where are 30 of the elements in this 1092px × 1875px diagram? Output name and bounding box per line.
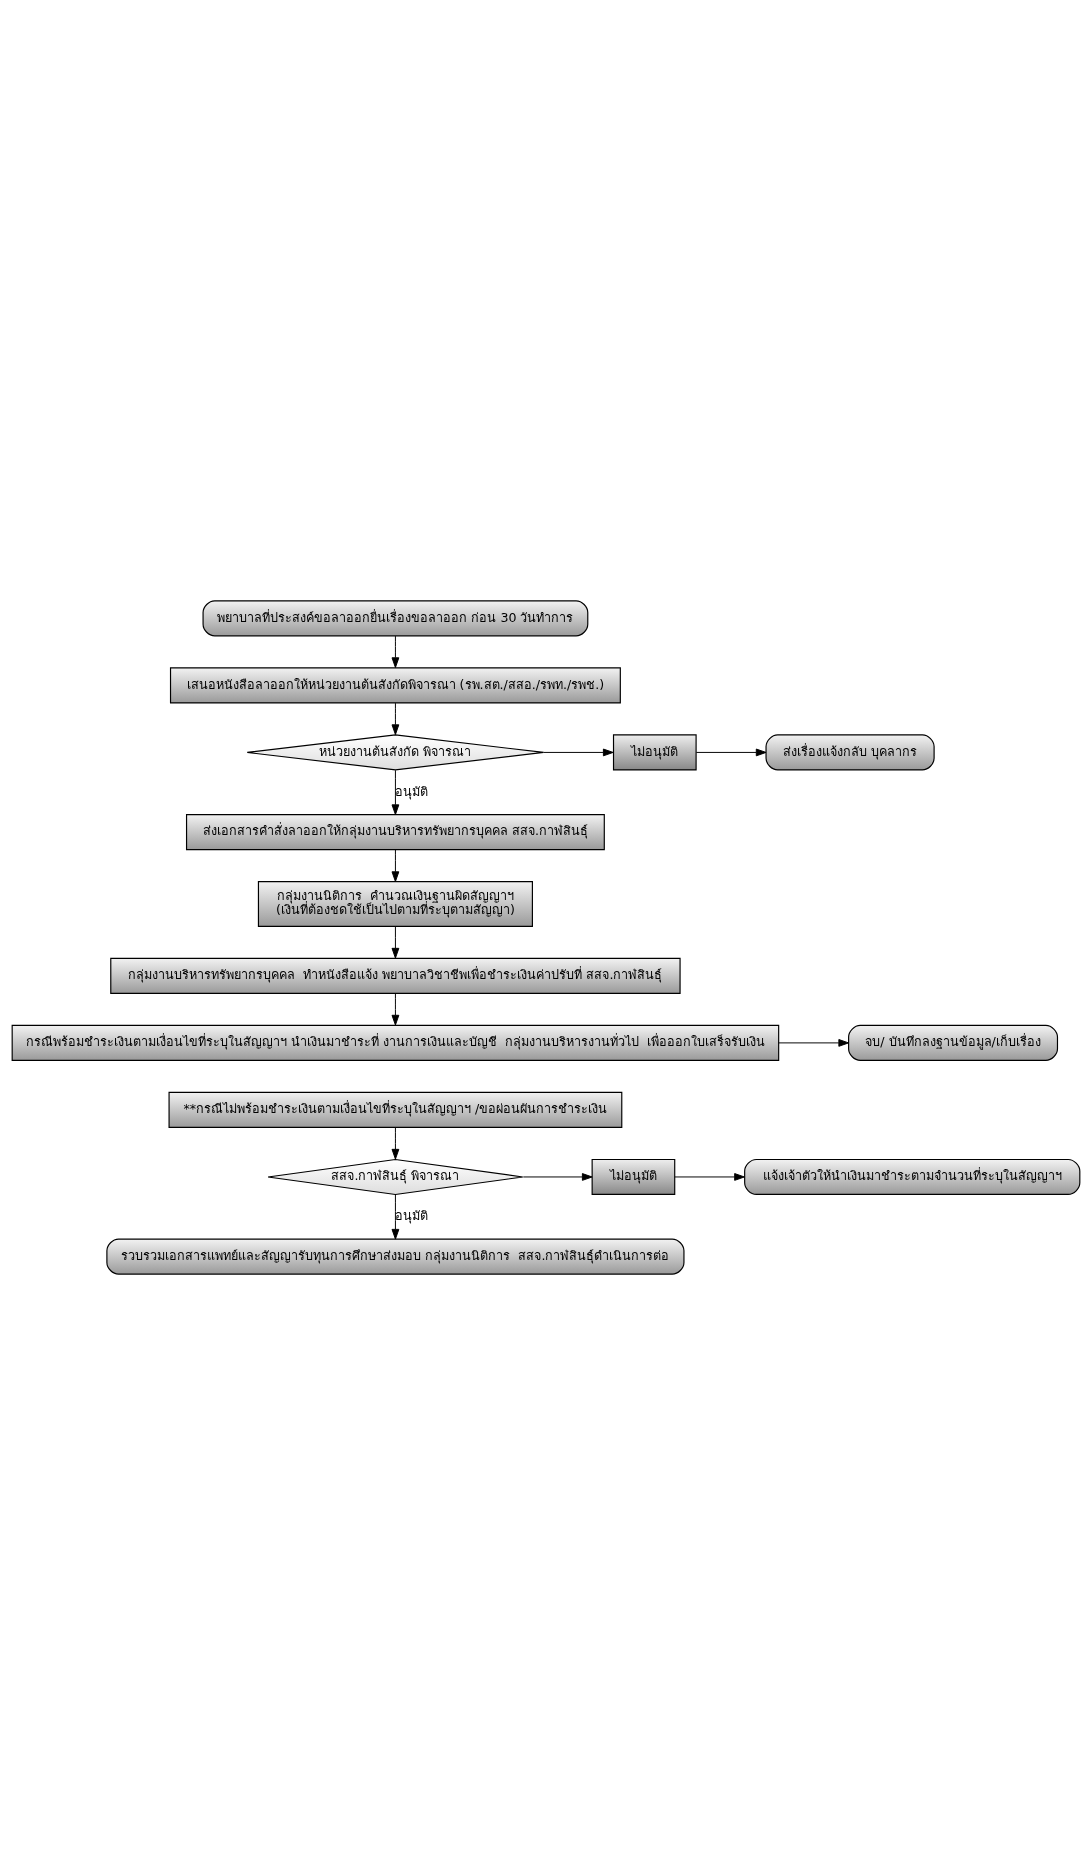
node-box: กลุ่มงานนิติการ คำนวณเงินฐานผิดสัญญาฯ (เงินที่ต้องชดใช้เป็นไปตามที่ระบุตามสัญญา)	[257, 881, 533, 927]
edge-label: อนุมัติ	[395, 1208, 429, 1224]
node-diamond: หน่วยงานต้นสังกัด พิจารณา	[246, 734, 545, 771]
arrow	[391, 1194, 400, 1240]
arrow	[391, 993, 400, 1026]
arrow	[391, 635, 400, 668]
node-box: กลุ่มงานบริหารทรัพยากรบุคคล ทำหนังสือแจ้ง พยาบาลวิชาชีพเพื่อชำระเงินค่าปรับที่ สสจ.กาฬสินธุ์	[110, 957, 681, 994]
node-box: รวบรวมเอกสารแพทย์และสัญญารับทุนการศึกษาส่งมอบ กลุ่มงานนิติการ สสจ.กาฬสินธุ์ดำเนินการต่อ	[106, 1238, 685, 1275]
node-diamond: สสจ.กาฬสินธุ์ พิจารณา	[267, 1158, 524, 1196]
node-box: กรณีพร้อมชำระเงินตามเงื่อนไขที่ระบุในสัญญาฯ นำเงินมาชำระที่ งานการเงินและบัญชี กลุ่มงานบริหารงานทั่วไป เพื่อออกใบเสร็จรับเงิน	[11, 1024, 780, 1061]
arrow	[695, 748, 767, 757]
arrow	[391, 769, 400, 816]
arrow	[543, 748, 614, 757]
node-box: จบ/ บันทึกลงฐานข้อมูล/เก็บเรื่อง	[848, 1024, 1059, 1061]
node-box: ไม่อนุมัติ	[591, 1158, 676, 1196]
arrow	[391, 926, 400, 959]
arrow	[391, 849, 400, 882]
arrow	[778, 1039, 850, 1047]
node-box: พยาบาลที่ประสงค์ขอลาออกยื่นเรื่องขอลาออก ก่อน 30 วันทำการ	[202, 600, 589, 637]
arrow	[391, 702, 400, 735]
node-box: ส่งเอกสารคำสั่งลาออกให้กลุ่มงานบริหารทรัพยากรบุคคล สสจ.กาฬสินธุ์	[185, 814, 605, 851]
arrow	[522, 1173, 593, 1181]
arrow	[391, 1127, 400, 1160]
arrow	[674, 1173, 745, 1181]
edge-label: อนุมัติ	[395, 783, 429, 799]
node-box: แจ้งเจ้าตัวให้นำเงินมาชำระตามจำนวนที่ระบุในสัญญาฯ	[744, 1158, 1081, 1196]
node-box: **กรณีไม่พร้อมชำระเงินตามเงื่อนไขที่ระบุในสัญญาฯ /ขอผ่อนผันการชำระเงิน	[168, 1091, 623, 1128]
node-box: ส่งเรื่องแจ้งกลับ บุคลากร	[765, 734, 935, 771]
node-box: เสนอหนังสือลาออกให้หน่วยงานต้นสังกัดพิจารณา (รพ.สต./สสอ./รพท./รพช.)	[169, 667, 621, 704]
node-box: ไม่อนุมัติ	[612, 734, 697, 771]
